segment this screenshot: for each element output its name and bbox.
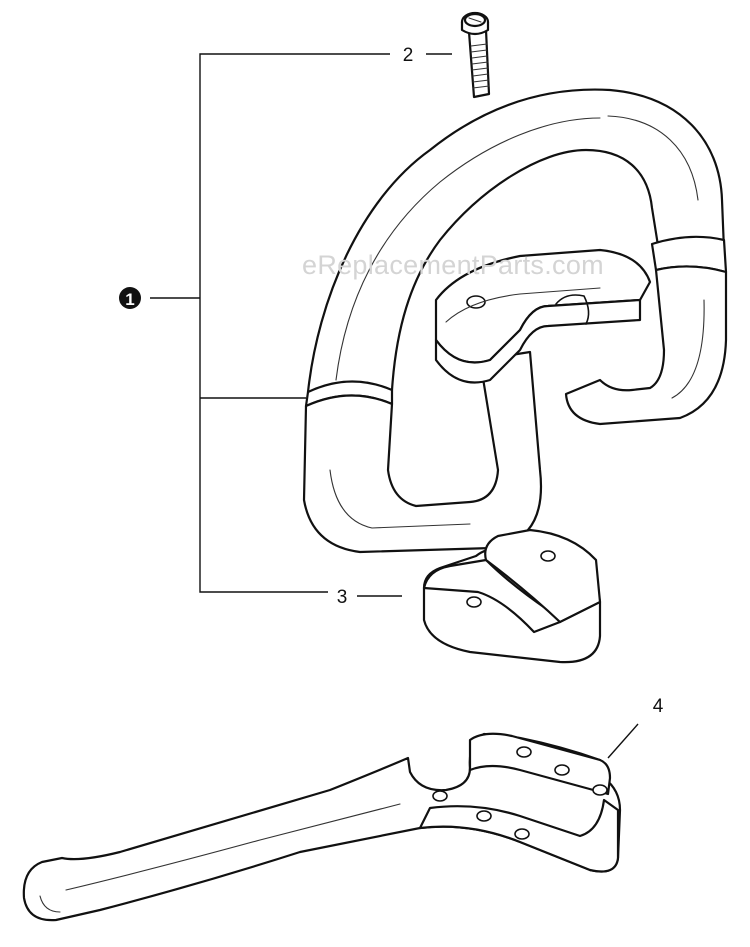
callout-part-4: 4 [653,696,664,717]
leader-lines [150,53,639,759]
callout-part-3: 3 [337,587,348,608]
leader-part-4 [607,723,639,759]
bracket-leader [199,53,390,593]
part-1-marker [119,287,141,309]
lever-handle-part-4 [22,732,622,922]
callout-part-2: 2 [403,45,414,66]
callout-part-1: 1 [125,290,134,309]
screw-part-2 [460,11,491,99]
loop-handle-part-1 [302,88,728,554]
clamp-block-part-3 [422,528,602,664]
watermark: eReplacementParts.com [302,250,604,280]
